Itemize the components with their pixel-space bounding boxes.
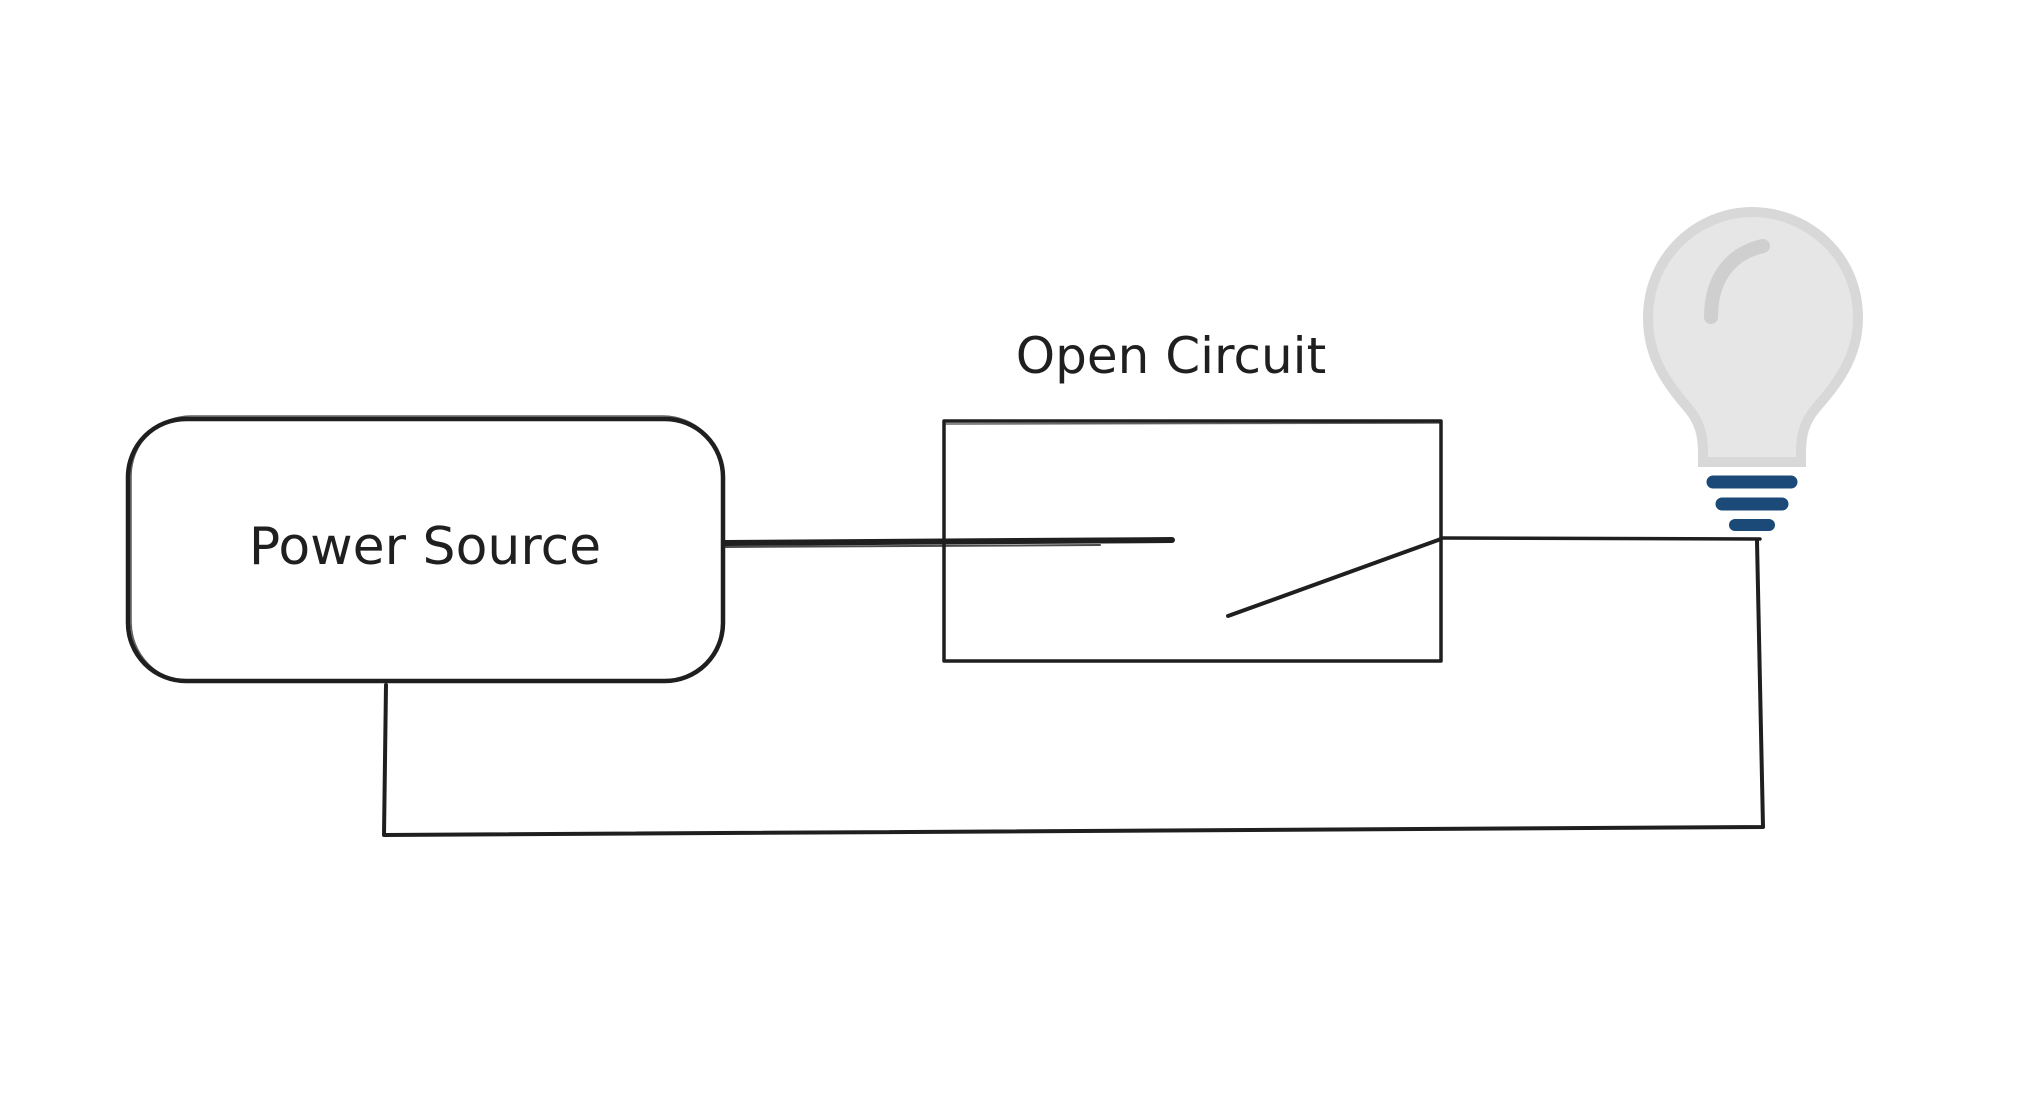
power-source-node[interactable]: Power Source <box>125 415 726 684</box>
wire-source-to-switch <box>722 537 1175 546</box>
switch-box-sketch-top <box>945 422 1441 425</box>
switch-lever <box>1226 537 1443 618</box>
wire-source-to-switch-sketch <box>724 544 1101 548</box>
bulb-highlight <box>1704 239 1770 324</box>
wire-bulb-return <box>382 539 1765 837</box>
light-bulb-icon <box>1642 206 1864 531</box>
power-source-label: Power Source <box>249 517 601 577</box>
power-source-box-sketch <box>130 415 724 683</box>
bulb-glass <box>1642 206 1864 467</box>
switch-caption: Open Circuit <box>1016 327 1326 385</box>
wire-switch-to-bulb <box>1439 536 1762 541</box>
